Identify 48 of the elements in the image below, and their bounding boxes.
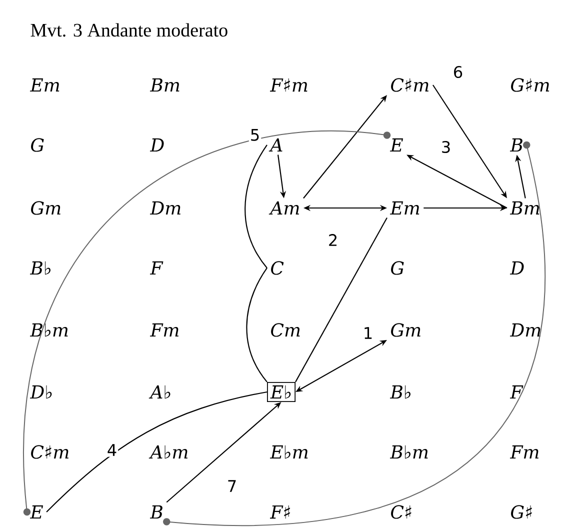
chord-label: B xyxy=(150,505,162,519)
chord-label: Cm xyxy=(271,323,300,337)
chord-label: D♭ xyxy=(30,385,52,399)
edge-label: 4 xyxy=(106,443,118,457)
connector xyxy=(23,130,391,516)
chord-label: G xyxy=(31,138,44,152)
chord-label: F♯m xyxy=(270,78,308,92)
chord-label: C♯m xyxy=(31,445,68,459)
chord-label: G xyxy=(391,261,404,275)
title: Mvt. 3 Andante moderato xyxy=(30,23,228,37)
chord-label: Em xyxy=(30,78,60,92)
chord-label: D xyxy=(150,138,164,152)
chord-label: C xyxy=(271,261,284,275)
chord-label: Gm xyxy=(391,323,420,337)
chord-label: Fm xyxy=(510,445,539,459)
chord-label: C♯m xyxy=(391,78,428,92)
edge-label: 1 xyxy=(362,326,374,340)
chord-label: F♯ xyxy=(270,505,290,519)
chord-label: B♭m xyxy=(390,445,428,459)
chord-label: G♯ xyxy=(511,505,532,519)
chord-label: Em xyxy=(390,201,420,215)
edge-label: 5 xyxy=(248,128,262,142)
chord-label: Dm xyxy=(510,323,540,337)
chord-label: E xyxy=(390,138,404,152)
chord-label: A♭ xyxy=(148,385,170,399)
chord-label: Am xyxy=(268,201,300,215)
chord-label: Dm xyxy=(150,201,180,215)
chord-label: Bm xyxy=(510,201,540,215)
chord-label: Gm xyxy=(31,201,60,215)
chord-label: Fm xyxy=(150,323,179,337)
chord-label: G♯m xyxy=(511,78,550,92)
chord-label: A♭m xyxy=(148,445,188,459)
chord-label: E xyxy=(30,505,44,519)
edge-label: 3 xyxy=(440,140,452,154)
chord-label: B xyxy=(510,138,522,152)
edge-label: 7 xyxy=(226,479,238,493)
chord-label: A xyxy=(268,138,282,152)
edge-label: 2 xyxy=(326,233,340,247)
chord-label: Bm xyxy=(150,78,180,92)
chord-label: C♯ xyxy=(391,505,412,519)
chord-label: B♭ xyxy=(390,385,410,399)
chord-box: E♭ xyxy=(267,382,296,402)
chord-label: B♭ xyxy=(30,261,50,275)
chord-label: D xyxy=(510,261,524,275)
chord-label: F xyxy=(150,261,164,275)
edge-label: 6 xyxy=(452,64,464,80)
connector xyxy=(163,141,546,526)
chord-label: E♭m xyxy=(270,445,308,459)
